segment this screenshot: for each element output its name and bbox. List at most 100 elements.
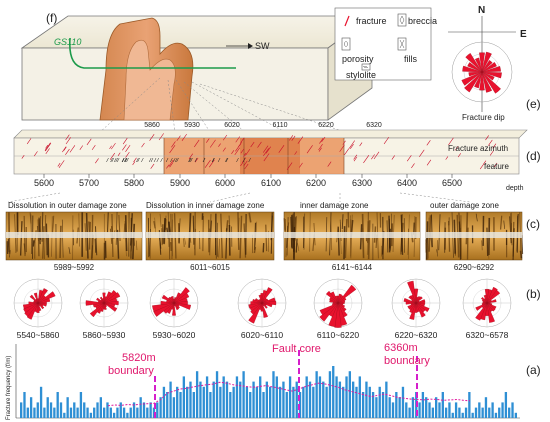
frequency-bar bbox=[395, 392, 398, 418]
image-log-texture bbox=[94, 238, 97, 253]
rose-6-petal bbox=[484, 289, 490, 304]
fracture-mark bbox=[243, 152, 247, 157]
rose-6-petal bbox=[486, 302, 496, 312]
fracture-mark bbox=[489, 150, 494, 156]
fracture-dip-rose-petal bbox=[481, 51, 492, 73]
frequency-bar bbox=[332, 366, 335, 418]
frequency-bar bbox=[288, 376, 292, 418]
fracture-dip-rose-petal bbox=[481, 71, 493, 93]
frequency-bar bbox=[318, 376, 322, 418]
fracture-mark bbox=[206, 138, 210, 143]
image-log-texture bbox=[248, 212, 252, 223]
frequency-bar bbox=[212, 381, 215, 418]
panel-f-label: (f) bbox=[46, 11, 57, 25]
rose-6-petal bbox=[481, 297, 488, 304]
rose-0-petal bbox=[37, 298, 51, 304]
fracture-mark bbox=[353, 156, 358, 162]
fracture-marks bbox=[21, 133, 498, 170]
fracture-dip-rose-petal bbox=[481, 71, 501, 94]
image-log-texture bbox=[59, 225, 62, 259]
direction-arrowhead bbox=[248, 43, 253, 49]
frequency-bar bbox=[119, 402, 122, 418]
fracture-mark bbox=[125, 144, 131, 152]
feature-mark bbox=[148, 157, 152, 163]
depth-tick-label: 6200 bbox=[306, 178, 326, 188]
frequency-bar bbox=[43, 407, 46, 418]
image-log-texture bbox=[481, 240, 483, 251]
feature-mark bbox=[141, 157, 144, 163]
fracture-dip-rose-petal bbox=[474, 71, 483, 89]
image-log-range: 6011~6015 bbox=[190, 263, 230, 272]
strip-top-face bbox=[13, 129, 528, 139]
frequency-bar bbox=[219, 386, 222, 418]
fracture-mark bbox=[45, 144, 49, 149]
legend-stylolite: stylolite bbox=[346, 70, 376, 80]
frequency-bar bbox=[229, 392, 232, 418]
image-log-texture bbox=[52, 215, 55, 234]
frequency-bar bbox=[431, 407, 435, 418]
panel-a-label: (a) bbox=[526, 363, 541, 377]
frequency-bar bbox=[63, 412, 66, 418]
rose-range-label: 5930~6020 bbox=[153, 330, 196, 340]
frequency-bar bbox=[242, 371, 245, 418]
fracture-dip-rose-petal bbox=[474, 57, 483, 73]
feature-mark bbox=[106, 157, 109, 163]
image-log-strips: Dissolution in outer damage zone5989~599… bbox=[5, 192, 524, 272]
frequency-bar bbox=[371, 392, 375, 418]
rose-0-petal bbox=[26, 302, 39, 320]
well-trajectory bbox=[68, 37, 236, 69]
frequency-bar bbox=[106, 402, 109, 418]
image-log-texture bbox=[521, 235, 524, 255]
frequency-bar bbox=[302, 386, 305, 418]
fracture-mark bbox=[363, 154, 370, 164]
image-log-texture bbox=[7, 239, 10, 252]
depth-tick-label: 6300 bbox=[352, 178, 372, 188]
rose-1-petal bbox=[101, 298, 105, 304]
rose-0-petal bbox=[28, 301, 39, 305]
fracture-mark bbox=[65, 137, 71, 145]
rose-3-petal bbox=[258, 299, 263, 304]
fracture-mark bbox=[209, 139, 216, 148]
frequency-bar bbox=[182, 376, 186, 418]
image-log-texture bbox=[510, 212, 513, 246]
fracture-mark bbox=[234, 147, 241, 156]
frequency-bar bbox=[471, 412, 474, 418]
fracture-mark bbox=[297, 136, 304, 144]
feature-mark bbox=[189, 157, 192, 163]
image-log-texture bbox=[428, 217, 430, 259]
fracture-mark bbox=[327, 161, 332, 167]
fracture-mark bbox=[243, 160, 248, 167]
image-log-texture bbox=[38, 217, 41, 245]
image-log-texture bbox=[488, 248, 490, 259]
fracture-mark bbox=[321, 136, 326, 143]
annotation-boundary-right: boundary bbox=[384, 355, 430, 367]
frequency-bar bbox=[116, 407, 119, 418]
rose-2-petal bbox=[173, 302, 179, 311]
rose-1-petal bbox=[85, 300, 105, 306]
direction-label: SW bbox=[255, 41, 270, 51]
image-log-texture bbox=[503, 220, 505, 229]
image-log-texture bbox=[341, 214, 344, 230]
feature-mark bbox=[111, 157, 114, 163]
fracture-mark bbox=[263, 148, 270, 157]
frequency-bar bbox=[99, 397, 103, 418]
fracture-dip-rose-petal bbox=[481, 60, 493, 73]
image-log-texture bbox=[130, 213, 133, 246]
frequency-bar bbox=[36, 402, 39, 418]
fracture-dip-rose-petal bbox=[467, 62, 483, 73]
panel-f: (f) GS110 SW bbox=[20, 11, 374, 133]
fracture-mark bbox=[63, 146, 67, 151]
stylolite-icon-inner bbox=[362, 65, 369, 69]
rose-3-petal bbox=[250, 301, 263, 305]
frequency-bar bbox=[269, 386, 272, 418]
frequency-bar bbox=[49, 402, 53, 418]
feature-mark bbox=[190, 157, 193, 163]
frequency-bar bbox=[93, 407, 96, 418]
top-depth-tick: 6220 bbox=[318, 122, 334, 129]
frequency-bar bbox=[325, 386, 328, 418]
fracture-dip-rose-petal bbox=[465, 53, 483, 73]
fracture-mark bbox=[485, 135, 489, 141]
image-log-texture bbox=[91, 245, 93, 259]
rose-3-petal bbox=[260, 302, 264, 312]
